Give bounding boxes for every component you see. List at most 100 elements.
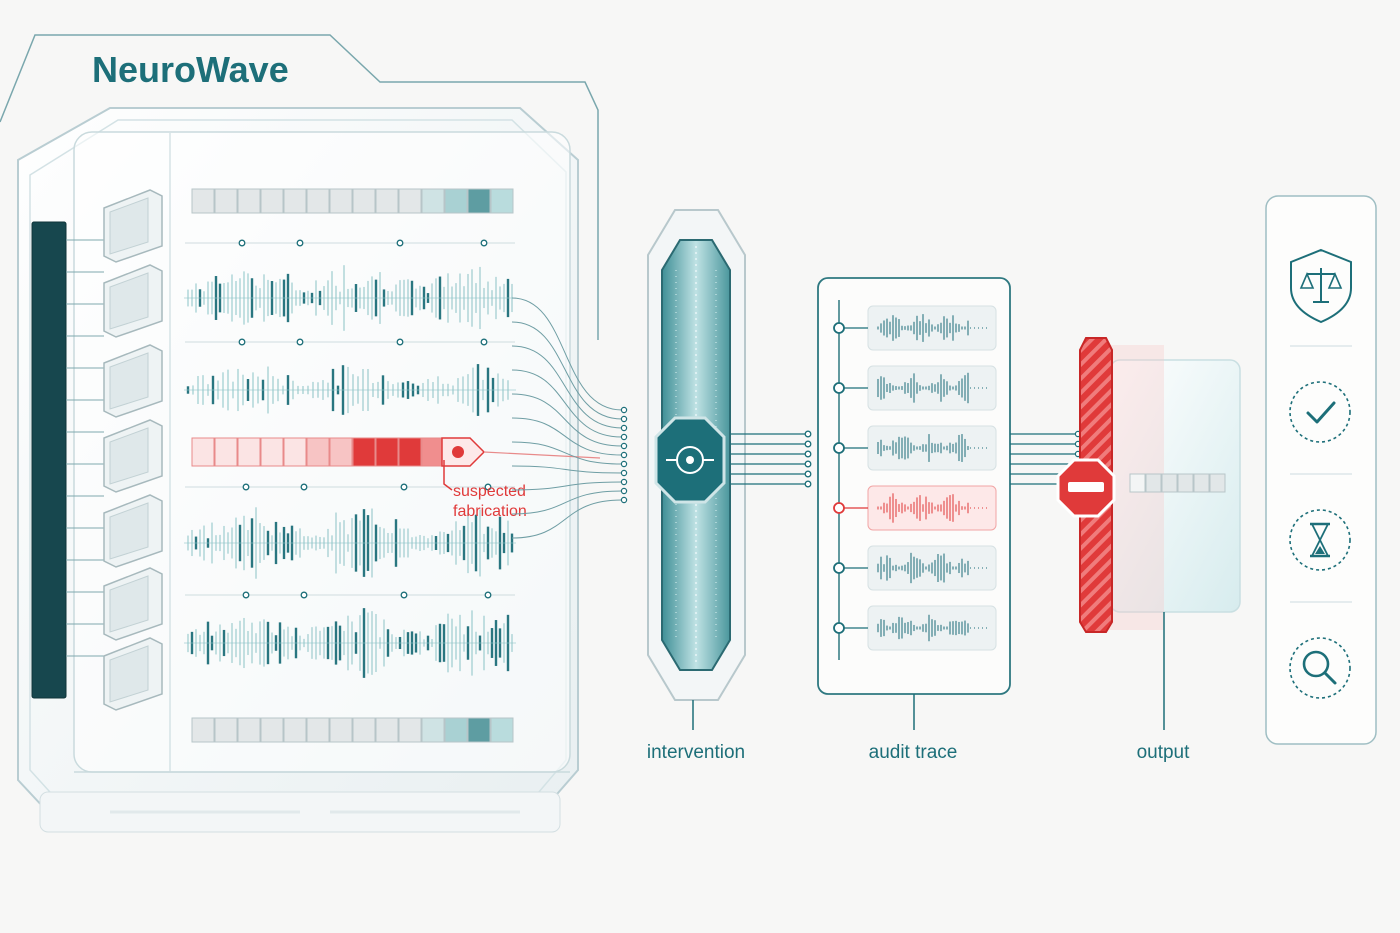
token-cell: [352, 717, 376, 743]
connector-node: [620, 487, 628, 495]
output-token-cell: [1161, 473, 1178, 493]
search-icon[interactable]: [1289, 637, 1351, 699]
connector-node: [620, 469, 628, 477]
stage-label-audit: audit trace: [869, 742, 958, 763]
connector-line: [511, 369, 623, 438]
output-token-cell: [1193, 473, 1210, 493]
token-cell: [398, 188, 422, 214]
connector-node: [620, 451, 628, 459]
token-cell-flagged: [283, 437, 307, 467]
connector-line: [511, 321, 623, 420]
token-cell: [375, 188, 399, 214]
audit-connector-node: [804, 430, 812, 438]
token-cell-flagged: [398, 437, 422, 467]
token-cell: [191, 188, 215, 214]
token-bar-bottom: [191, 717, 514, 743]
audit-entry: [833, 545, 997, 591]
connector-line: [511, 297, 623, 411]
token-cell-flagged: [375, 437, 399, 467]
side-module-face: [109, 645, 149, 703]
node-dot: [296, 239, 304, 247]
token-cell: [283, 188, 307, 214]
token-cell-flagged: [421, 437, 445, 467]
annotation-line-2: fabrication: [453, 503, 527, 520]
connector-node: [620, 433, 628, 441]
waveform-rows: [184, 265, 516, 678]
token-cell: [398, 717, 422, 743]
check-icon[interactable]: [1289, 381, 1351, 443]
token-cell-flagged: [214, 437, 238, 467]
token-cell: [421, 188, 445, 214]
status-sidebar: [1265, 195, 1377, 745]
flag-link: [483, 451, 601, 459]
audit-entry-node: [833, 562, 845, 574]
node-dot: [238, 239, 246, 247]
audit-entry-node: [833, 442, 845, 454]
connector-line: [511, 481, 623, 491]
connector-node: [620, 460, 628, 468]
token-cell: [306, 188, 330, 214]
token-cell: [490, 188, 514, 214]
audit-entry-node: [833, 502, 845, 514]
node-dot: [296, 338, 304, 346]
side-module-face: [109, 502, 149, 560]
audit-entries: [833, 305, 997, 651]
audit-entry-node: [833, 382, 845, 394]
node-dot: [242, 591, 250, 599]
audit-entry: [833, 605, 997, 651]
node-dot: [300, 483, 308, 491]
connector-node: [620, 424, 628, 432]
token-cell-flagged: [352, 437, 376, 467]
token-cell: [490, 717, 514, 743]
token-cell: [329, 717, 353, 743]
node-dot: [396, 239, 404, 247]
node-dot: [480, 239, 488, 247]
output-token-cell: [1145, 473, 1162, 493]
connector-node: [620, 415, 628, 423]
token-cell-flagged: [329, 437, 353, 467]
output-token-cell: [1209, 473, 1226, 493]
token-cell-flagged: [191, 437, 215, 467]
annotation-line-1: suspected: [453, 483, 526, 500]
token-cell-flagged: [237, 437, 261, 467]
node-dot: [300, 591, 308, 599]
token-cell: [237, 188, 261, 214]
token-bar-top: [191, 188, 514, 214]
audit-connector-node: [804, 470, 812, 478]
token-cell: [375, 717, 399, 743]
audit-connector-node: [804, 440, 812, 448]
connector-line: [511, 490, 623, 515]
audit-entry-flagged: [833, 485, 997, 531]
token-cell: [237, 717, 261, 743]
token-cell: [214, 717, 238, 743]
intervention-pillar: [647, 209, 746, 701]
core-column: [31, 221, 67, 699]
token-cell: [444, 717, 468, 743]
connector-node: [620, 406, 628, 414]
side-module-face: [109, 272, 149, 330]
shield-scales-icon[interactable]: [1290, 248, 1352, 324]
audit-entry-node: [833, 322, 845, 334]
node-dot: [242, 483, 250, 491]
stage-label-intervention: intervention: [647, 742, 745, 763]
annotation-leader: [443, 460, 453, 491]
node-dot: [396, 338, 404, 346]
token-cell: [444, 188, 468, 214]
audit-entry-node: [833, 622, 845, 634]
output-token-cell: [1177, 473, 1194, 493]
connectors-to-audit: [730, 430, 812, 488]
connector-line: [511, 465, 623, 474]
audit-entry: [833, 365, 997, 411]
token-cell: [467, 188, 491, 214]
output-token-bar: [1129, 473, 1226, 493]
audit-connector-node: [804, 450, 812, 458]
token-cell: [260, 717, 284, 743]
side-module-face: [109, 197, 149, 255]
title-frame-line: [0, 34, 599, 340]
hourglass-icon[interactable]: [1289, 509, 1351, 571]
token-cell: [214, 188, 238, 214]
flag-dot: [452, 446, 464, 458]
connector-line: [511, 417, 623, 456]
connector-node: [620, 478, 628, 486]
